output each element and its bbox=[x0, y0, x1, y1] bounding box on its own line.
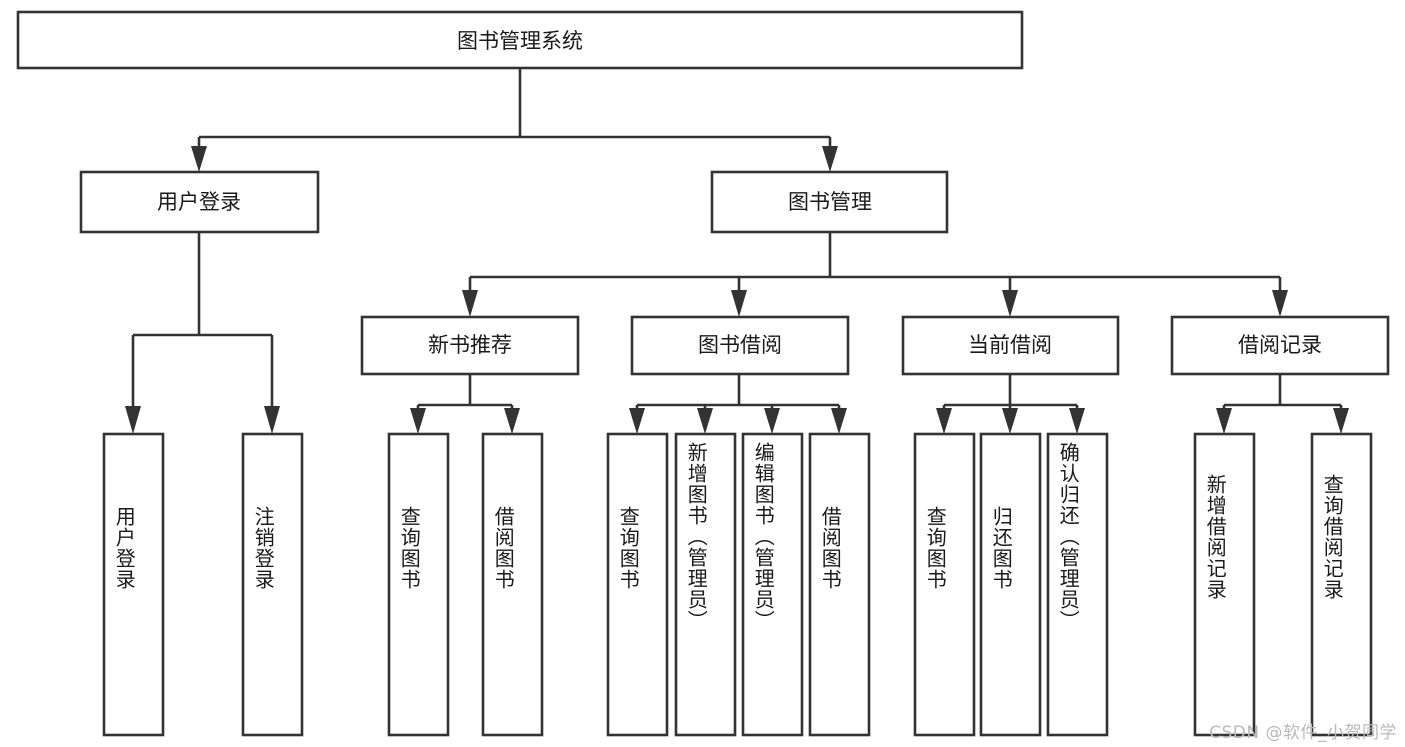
arrowhead-leaf-logout-login bbox=[264, 406, 280, 434]
arrowhead-user-login bbox=[191, 146, 207, 172]
node-leaf-query-record[interactable] bbox=[1310, 432, 1373, 737]
arrowhead-book-borrow bbox=[731, 290, 747, 317]
arrowhead-borrow-record bbox=[1272, 290, 1288, 317]
label-book-borrow: 图书借阅 bbox=[698, 333, 782, 357]
label-root: 图书管理系统 bbox=[457, 29, 583, 53]
arrowhead-leaf-add-record bbox=[1216, 408, 1232, 434]
arrowhead-leaf-query-book-1 bbox=[410, 408, 426, 434]
label-book-management: 图书管理 bbox=[788, 190, 872, 214]
node-leaf-query-book-2[interactable] bbox=[606, 432, 669, 737]
node-box-group bbox=[16, 10, 1390, 737]
arrowhead-leaf-return-book bbox=[1002, 408, 1018, 434]
node-leaf-borrow-book-1[interactable] bbox=[481, 432, 544, 737]
arrowhead-leaf-query-book-3 bbox=[936, 408, 952, 434]
node-leaf-query-book-1[interactable] bbox=[387, 432, 450, 737]
edge-group bbox=[125, 68, 1349, 434]
node-label-group: 图书管理系统 用户登录 图书管理 新书推荐 图书借阅 当前借阅 借阅记录 bbox=[157, 29, 1322, 357]
node-book-borrow[interactable] bbox=[630, 315, 850, 376]
arrowhead-leaf-borrow-book-1 bbox=[504, 408, 520, 434]
arrowhead-leaf-edit-book bbox=[764, 408, 780, 434]
node-leaf-add-record[interactable] bbox=[1193, 432, 1256, 737]
arrowhead-leaf-query-record bbox=[1333, 408, 1349, 434]
arrowhead-book-management bbox=[822, 146, 838, 172]
node-leaf-add-book[interactable] bbox=[674, 432, 737, 737]
arrowhead-current-borrow bbox=[1002, 290, 1018, 317]
node-current-borrow[interactable] bbox=[901, 315, 1120, 376]
node-root[interactable] bbox=[16, 10, 1024, 70]
arrowhead-leaf-user-login bbox=[125, 406, 141, 434]
node-leaf-logout-login[interactable] bbox=[241, 432, 304, 737]
arrowhead-leaf-borrow-book-2 bbox=[831, 408, 847, 434]
node-user-login[interactable] bbox=[79, 170, 320, 234]
node-leaf-query-book-3[interactable] bbox=[913, 432, 976, 737]
arrowhead-leaf-query-book-2 bbox=[629, 408, 645, 434]
watermark-text: CSDN @软件_小贺同学 bbox=[1209, 723, 1397, 743]
node-leaf-return-book[interactable] bbox=[979, 432, 1042, 737]
label-new-book-recommend: 新书推荐 bbox=[428, 333, 512, 357]
label-user-login: 用户登录 bbox=[157, 190, 241, 214]
node-borrow-record[interactable] bbox=[1170, 315, 1390, 376]
node-leaf-edit-book[interactable] bbox=[741, 432, 804, 737]
node-book-management[interactable] bbox=[710, 170, 949, 234]
arrowhead-leaf-add-book bbox=[697, 408, 713, 434]
label-borrow-record: 借阅记录 bbox=[1238, 333, 1322, 357]
label-current-borrow: 当前借阅 bbox=[968, 333, 1052, 357]
arrowhead-leaf-confirm-return bbox=[1069, 408, 1085, 434]
node-new-book-recommend[interactable] bbox=[360, 315, 580, 376]
node-leaf-user-login[interactable] bbox=[102, 432, 165, 737]
node-leaf-borrow-book-2[interactable] bbox=[808, 432, 871, 737]
node-leaf-confirm-return[interactable] bbox=[1046, 432, 1109, 737]
arrowhead-new-book-recommend bbox=[462, 290, 478, 317]
